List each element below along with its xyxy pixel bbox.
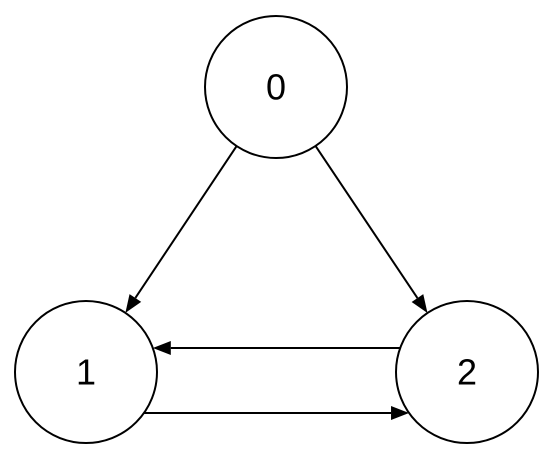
node-label: 0: [266, 67, 286, 108]
edge-0-to-2: [314, 145, 428, 314]
edge-2-to-1: [152, 341, 401, 355]
arrowhead-icon: [152, 341, 171, 355]
edge-line: [314, 145, 419, 299]
edge-line: [134, 145, 238, 299]
node-label: 2: [457, 352, 477, 393]
node-label: 1: [76, 352, 96, 393]
node-circle: [14, 300, 158, 444]
node-circle: [395, 300, 539, 444]
edges-layer: [125, 145, 428, 420]
arrowhead-icon: [391, 406, 410, 420]
node-0: 0: [204, 15, 348, 159]
arrowhead-icon: [411, 294, 428, 314]
node-circle: [204, 15, 348, 159]
node-1: 1: [14, 300, 158, 444]
arrowhead-icon: [125, 294, 142, 313]
node-2: 2: [395, 300, 539, 444]
edge-0-to-1: [125, 145, 238, 313]
edge-1-to-2: [143, 406, 410, 420]
nodes-layer: 0 1 2: [14, 15, 539, 444]
